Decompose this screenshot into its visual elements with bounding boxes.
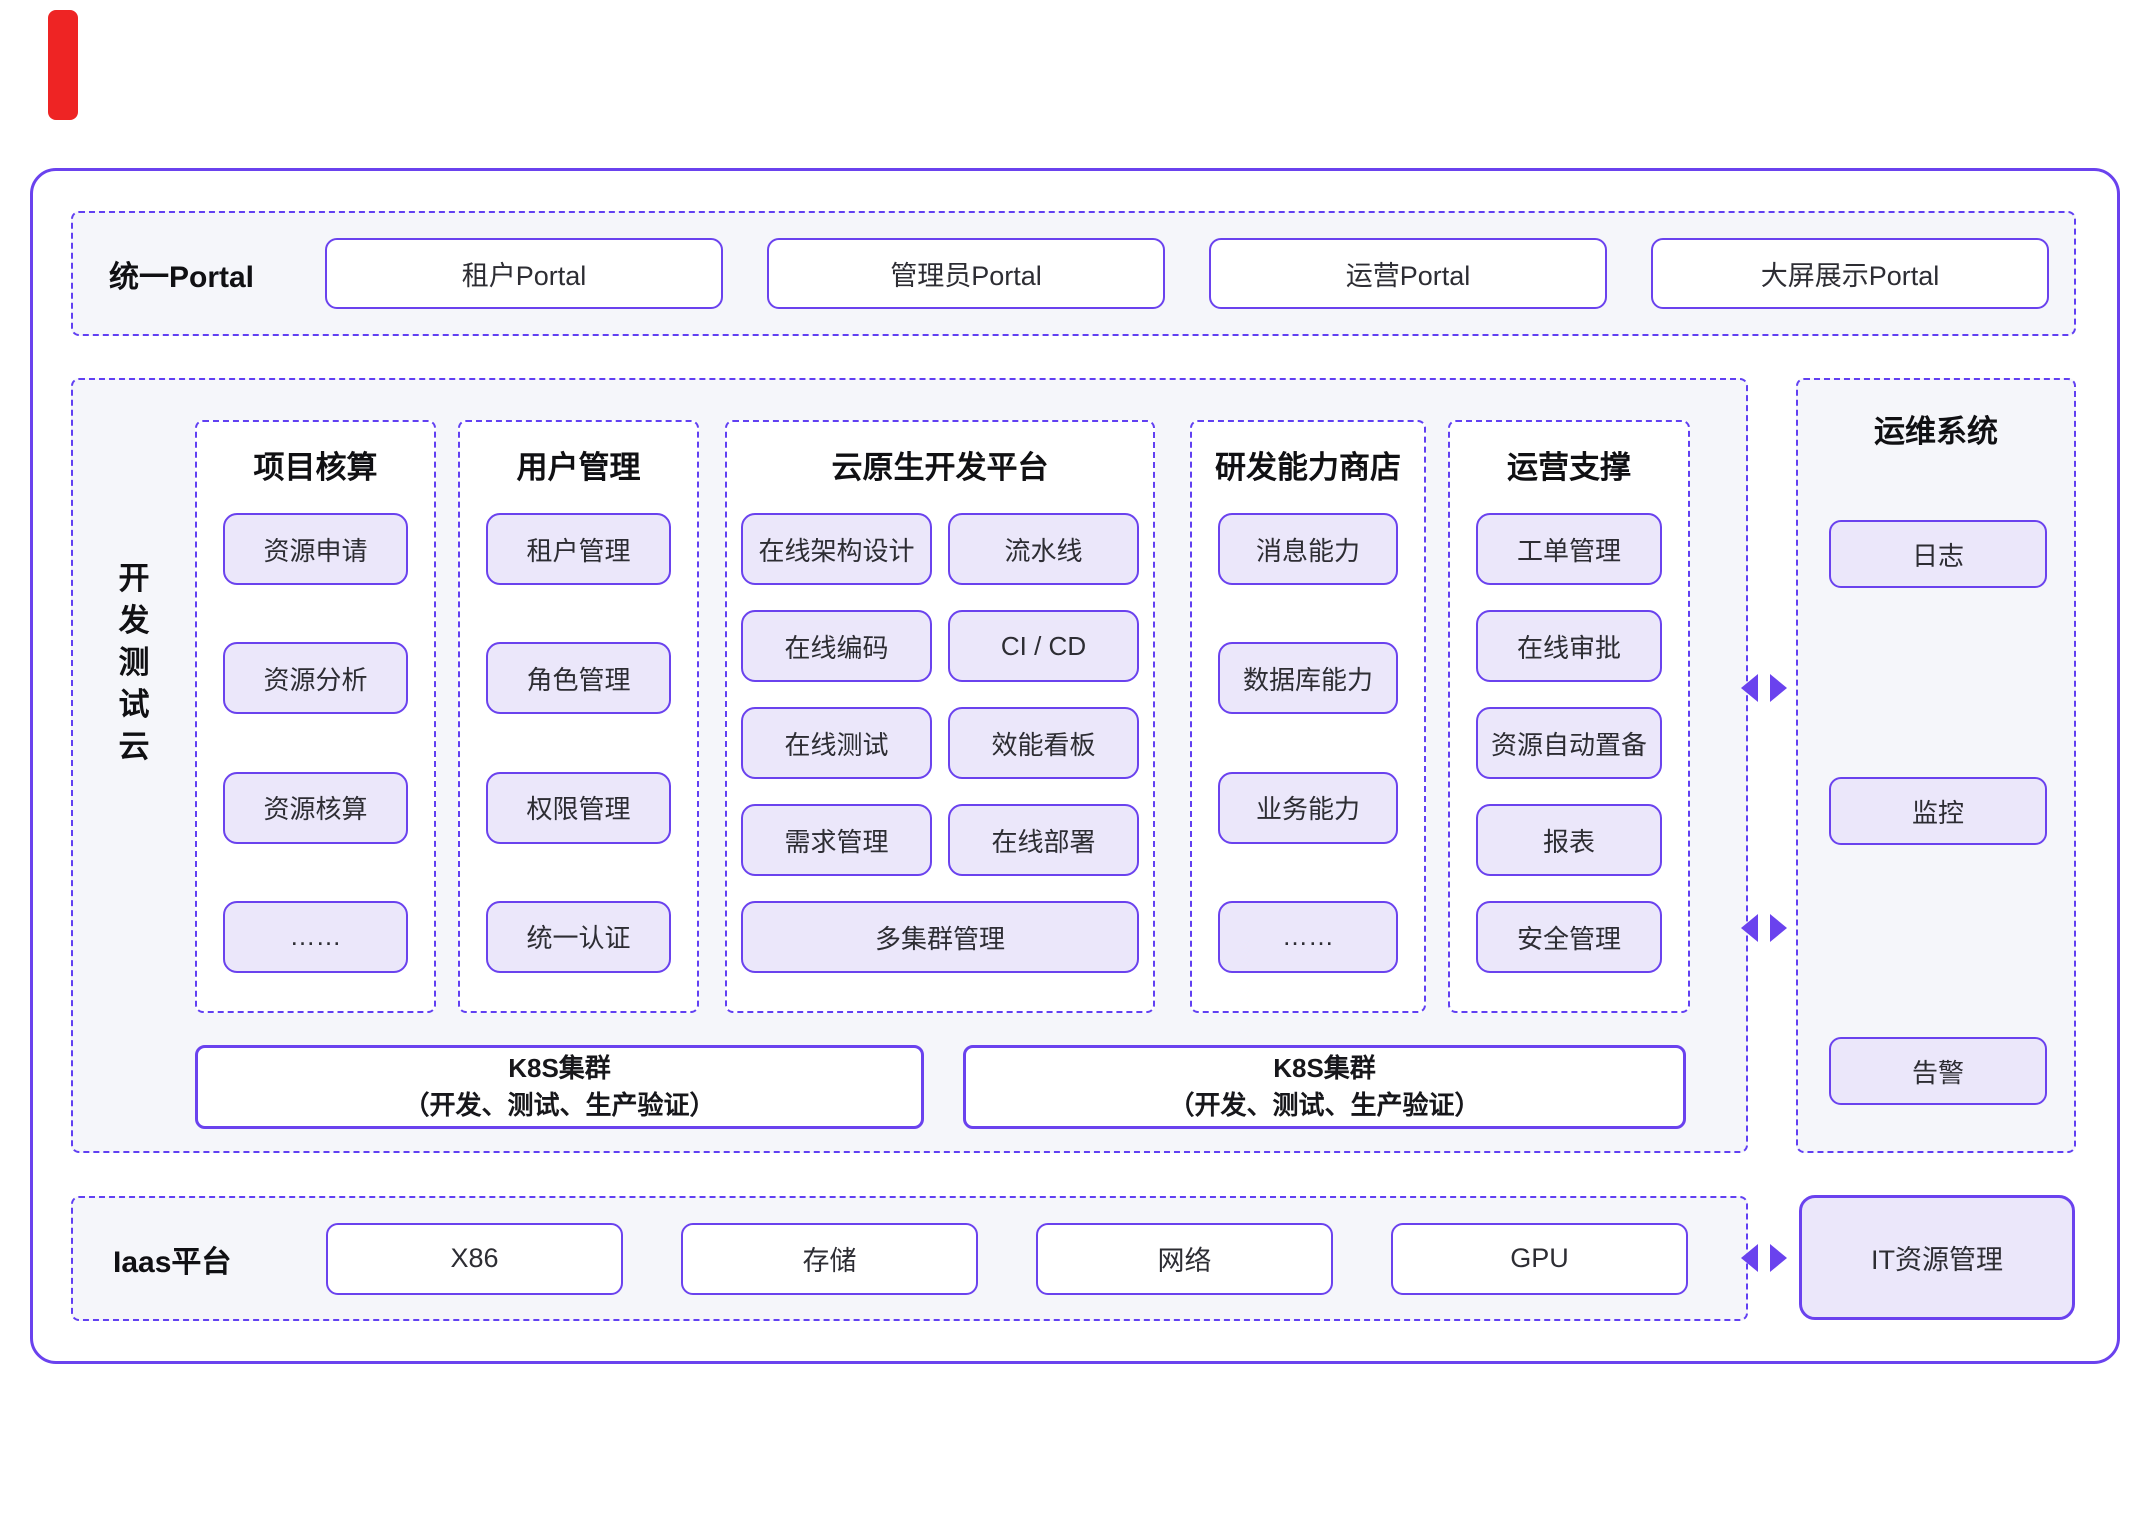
- module-box: CI / CD: [948, 610, 1139, 682]
- k8s-cluster-box-2: K8S集群 （开发、测试、生产验证）: [963, 1045, 1686, 1129]
- module-box: 资源自动置备: [1476, 707, 1662, 779]
- devtest-cloud-char: 测: [118, 645, 150, 680]
- devtest-cloud-char: 试: [118, 687, 150, 722]
- devtest-cloud-char: 云: [118, 729, 150, 764]
- module-box: 资源分析: [223, 642, 408, 715]
- ops-box-monitor: 监控: [1829, 777, 2047, 845]
- module-box: 资源核算: [223, 771, 408, 844]
- iaas-item-network: 网络: [1036, 1222, 1333, 1295]
- devtest-cloud-char: 开: [118, 561, 150, 596]
- column-capability-store: 研发能力商店 消息能力 数据库能力 业务能力 ……: [1190, 420, 1426, 1013]
- iaas-boxes: X86 存储 网络 GPU: [326, 1222, 1688, 1295]
- devtest-cloud-char: 发: [118, 603, 150, 638]
- module-box: 在线架构设计: [741, 513, 932, 585]
- module-box: 在线审批: [1476, 610, 1662, 682]
- column-boxes: 资源申请 资源分析 资源核算 ……: [223, 513, 408, 973]
- module-box: 安全管理: [1476, 901, 1662, 973]
- k8s-cluster-title: K8S集群: [508, 1053, 611, 1083]
- column-title: 项目核算: [253, 450, 378, 485]
- portal-item-operation: 运营Portal: [1209, 238, 1607, 309]
- ops-system-title: 运维系统: [1874, 414, 1998, 449]
- module-box: 在线测试: [741, 707, 932, 779]
- column-project-accounting: 项目核算 资源申请 资源分析 资源核算 ……: [195, 420, 436, 1013]
- k8s-cluster-subtitle: （开发、测试、生产验证）: [403, 1090, 716, 1120]
- module-row: 在线架构设计 流水线: [741, 513, 1139, 585]
- ops-box-log: 日志: [1829, 520, 2047, 588]
- iaas-section: Iaas平台 X86 存储 网络 GPU: [71, 1196, 1748, 1321]
- bidirectional-arrow-icon: [1741, 914, 1787, 942]
- module-box: 在线部署: [948, 804, 1139, 876]
- module-box: 报表: [1476, 804, 1662, 876]
- column-boxes: 工单管理 在线审批 资源自动置备 报表 安全管理: [1476, 513, 1662, 973]
- portal-boxes: 租户Portal 管理员Portal 运营Portal 大屏展示Portal: [325, 238, 2049, 309]
- column-boxes: 消息能力 数据库能力 业务能力 ……: [1218, 513, 1398, 973]
- module-box: 需求管理: [741, 804, 932, 876]
- column-title: 研发能力商店: [1215, 450, 1401, 485]
- iaas-item-storage: 存储: [681, 1222, 978, 1295]
- column-title: 云原生开发平台: [831, 450, 1049, 485]
- module-box: 数据库能力: [1218, 642, 1398, 715]
- column-cloudnative-platform: 云原生开发平台 在线架构设计 流水线 在线编码 CI / CD 在线测试 效能看…: [725, 420, 1155, 1013]
- module-box: 租户管理: [486, 513, 671, 585]
- iaas-item-gpu: GPU: [1391, 1222, 1688, 1295]
- module-row: 在线测试 效能看板: [741, 707, 1139, 779]
- column-operation-support: 运营支撑 工单管理 在线审批 资源自动置备 报表 安全管理: [1448, 420, 1690, 1013]
- iaas-section-label: Iaas平台: [113, 1245, 232, 1279]
- module-box: 在线编码: [741, 610, 932, 682]
- column-user-management: 用户管理 租户管理 角色管理 权限管理 统一认证: [458, 420, 699, 1013]
- red-marker: [48, 10, 78, 120]
- module-box: 角色管理: [486, 642, 671, 715]
- platform-container: 统一Portal 租户Portal 管理员Portal 运营Portal 大屏展…: [30, 168, 2120, 1364]
- column-title: 用户管理: [516, 450, 641, 485]
- portal-section: 统一Portal 租户Portal 管理员Portal 运营Portal 大屏展…: [71, 211, 2076, 336]
- iaas-item-x86: X86: [326, 1222, 623, 1295]
- module-box: 业务能力: [1218, 771, 1398, 844]
- module-box: 效能看板: [948, 707, 1139, 779]
- portal-item-tenant: 租户Portal: [325, 238, 723, 309]
- ops-box-alert: 告警: [1829, 1037, 2047, 1105]
- portal-item-bigscreen: 大屏展示Portal: [1651, 238, 2049, 309]
- module-box-ellipsis: ……: [1218, 900, 1398, 973]
- module-row: 需求管理 在线部署: [741, 804, 1139, 876]
- module-box: 统一认证: [486, 900, 671, 973]
- k8s-cluster-subtitle: （开发、测试、生产验证）: [1168, 1090, 1481, 1120]
- module-box: 工单管理: [1476, 513, 1662, 585]
- k8s-cluster-box-1: K8S集群 （开发、测试、生产验证）: [195, 1045, 924, 1129]
- portal-section-label: 统一Portal: [109, 260, 255, 294]
- k8s-cluster-title: K8S集群: [1273, 1053, 1376, 1083]
- it-resource-box: IT资源管理: [1799, 1195, 2075, 1320]
- ops-system-section: 运维系统 日志 监控 告警: [1796, 378, 2076, 1153]
- module-box: 资源申请: [223, 513, 408, 585]
- bidirectional-arrow-icon: [1741, 1244, 1787, 1272]
- module-box-ellipsis: ……: [223, 900, 408, 973]
- module-box: 权限管理: [486, 771, 671, 844]
- module-box: 流水线: [948, 513, 1139, 585]
- bidirectional-arrow-icon: [1741, 674, 1787, 702]
- portal-item-admin: 管理员Portal: [767, 238, 1165, 309]
- module-box: 消息能力: [1218, 513, 1398, 585]
- column-boxes: 租户管理 角色管理 权限管理 统一认证: [486, 513, 671, 973]
- column-boxes: 在线架构设计 流水线 在线编码 CI / CD 在线测试 效能看板 需求管理 在…: [741, 513, 1139, 973]
- module-box-multicluster: 多集群管理: [741, 901, 1139, 973]
- devtest-cloud-label: 开 发 测 试 云: [73, 558, 195, 768]
- column-title: 运营支撑: [1507, 450, 1631, 485]
- module-row: 在线编码 CI / CD: [741, 610, 1139, 682]
- devtest-cloud-section: 开 发 测 试 云 项目核算 资源申请 资源分析 资源核算 …… 用户管理: [71, 378, 1748, 1153]
